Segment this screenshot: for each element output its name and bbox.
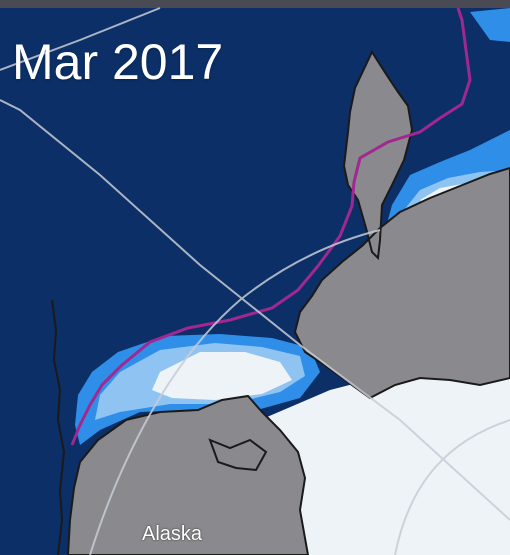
sea-ice-pack [152,184,510,555]
graticule-parallel-2 [394,419,510,555]
land-alaska [66,394,310,555]
graticule [0,7,510,555]
graticule-parallel-1 [89,229,381,555]
sea-ice-edge [75,8,510,445]
graticule-meridian-1 [0,99,510,521]
median-ice-edge-line [70,7,472,446]
top-bar [0,0,510,8]
place-label-alaska: Alaska [142,523,203,545]
coast-detail [51,299,66,555]
graticule-meridian-2 [0,7,161,71]
map-title: Mar 2017 [12,34,224,90]
land-siberia [293,49,510,400]
